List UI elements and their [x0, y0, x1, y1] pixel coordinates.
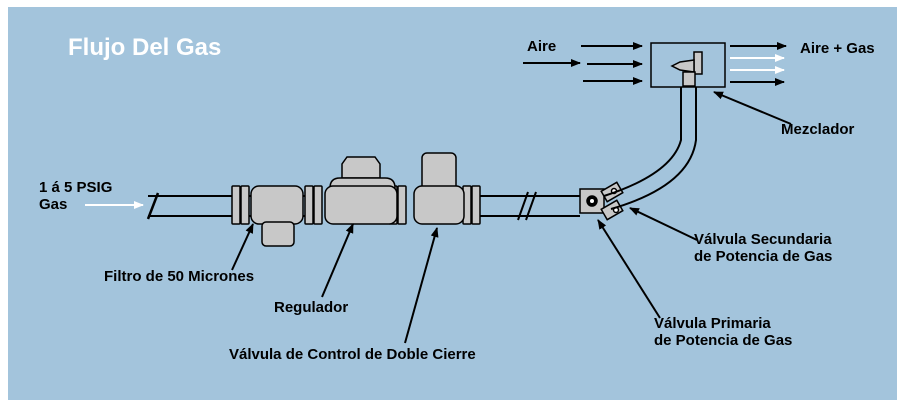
mixer-component [650, 42, 726, 88]
filter-label: Filtro de 50 Micrones [104, 268, 255, 285]
secondary-valve-label-line2: de Potencia de Gas [694, 248, 833, 265]
air-gas-label: Aire + Gas [800, 40, 875, 57]
air-label: Aire [527, 38, 557, 55]
primary-valve-label-line1: Válvula Primaria [654, 315, 771, 332]
outlet-arrows [730, 42, 787, 86]
main-pipe [146, 191, 580, 221]
air-inlet-arrows [523, 42, 643, 85]
mixer-label: Mezclador [781, 121, 855, 138]
control-valve-label: Válvula de Control de Doble Cierre [229, 346, 476, 363]
filter-component [250, 185, 304, 247]
inlet-pressure-label: 1 á 5 PSIG [39, 179, 113, 196]
riser-pipe [603, 85, 697, 210]
regulator-label: Regulador [274, 299, 349, 316]
inlet-gas-label: Gas [39, 196, 68, 213]
leader-arrows [231, 91, 792, 344]
primary-valve-label-line2: de Potencia de Gas [654, 332, 793, 349]
secondary-valve-label-line1: Válvula Secundaria [694, 231, 832, 248]
diagram-title: Flujo Del Gas [68, 34, 222, 61]
primary-valve-component [579, 188, 605, 214]
control-valve-component [413, 152, 465, 225]
regulator-component [324, 156, 398, 225]
